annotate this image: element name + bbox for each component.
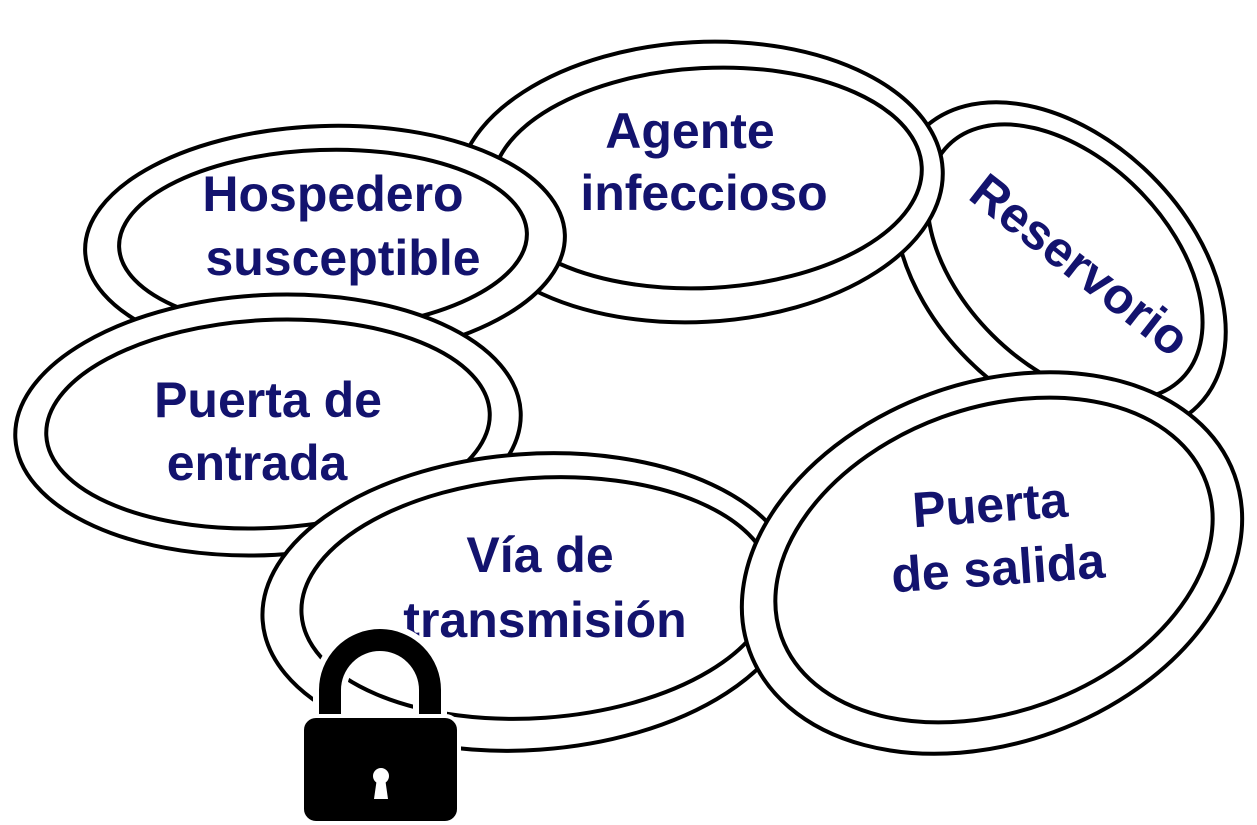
- node-puerta-entrada-label-line1: Puerta de: [154, 372, 382, 428]
- node-puerta-entrada-inner-ring: [44, 317, 492, 531]
- node-puerta-salida-label-line1: Puerta: [910, 472, 1070, 539]
- node-agente-label-line2: infeccioso: [580, 165, 827, 221]
- node-reservorio: Reservorio: [892, 100, 1228, 436]
- node-hospedero-susceptible: Hospedero susceptible: [83, 123, 567, 363]
- node-puerta-salida: Puerta de salida: [739, 370, 1245, 756]
- node-hospedero-label-line2: susceptible: [205, 230, 480, 286]
- node-agente-label-line1: Agente: [605, 103, 774, 159]
- padlock-icon: [300, 623, 461, 825]
- node-puerta-salida-inner-ring: [773, 395, 1215, 725]
- node-via-label-line2: transmisión: [403, 592, 686, 648]
- node-via-label-line1: Vía de: [466, 527, 613, 583]
- node-hospedero-label-line1: Hospedero: [202, 166, 463, 222]
- node-reservorio-inner-ring: [925, 122, 1205, 402]
- node-puerta-entrada-label-line2: entrada: [167, 435, 349, 491]
